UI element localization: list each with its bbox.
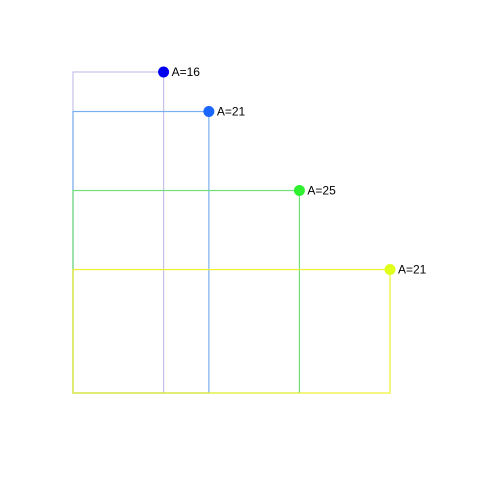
area-rectangle-2: [72, 110, 210, 394]
area-rectangle-4: [72, 268, 391, 394]
corner-point-3: [293, 185, 305, 197]
area-label-1: A=16: [172, 65, 201, 79]
points-layer: [158, 66, 396, 276]
area-rectangle-3: [72, 189, 301, 394]
labels-layer: A=16A=21A=25A=21: [172, 65, 427, 277]
corner-point-2: [203, 106, 215, 118]
area-rectangle-1: [72, 71, 165, 394]
corner-point-1: [158, 66, 170, 78]
area-label-3: A=25: [307, 184, 336, 198]
corner-point-4: [384, 264, 396, 276]
rectangles-layer: [72, 71, 391, 394]
area-label-4: A=21: [398, 263, 427, 277]
area-label-2: A=21: [217, 105, 246, 119]
